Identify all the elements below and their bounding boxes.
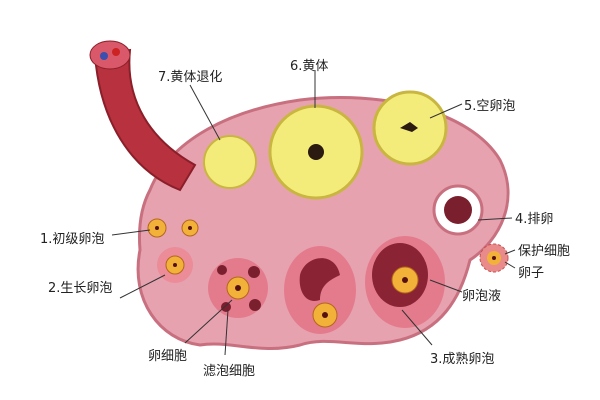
- label-ovum: 卵子: [518, 266, 545, 281]
- label-primary-follicle: 1.初级卵泡: [40, 232, 105, 247]
- empty-follicle: [372, 90, 448, 166]
- label-empty-follicle: 5.空卵泡: [464, 99, 516, 114]
- label-ovulation: 4.排卵: [515, 212, 554, 227]
- ovulating-follicle: [432, 184, 484, 236]
- label-corpus-luteum: 6.黄体: [290, 59, 329, 74]
- growing-follicle: [157, 247, 193, 283]
- label-growing-follicle: 2.生长卵泡: [48, 281, 113, 296]
- released-ovum: [479, 243, 509, 273]
- secondary-follicle: [208, 258, 268, 318]
- vessel-opening: [89, 40, 131, 70]
- mature-follicle: [365, 236, 445, 328]
- primary-follicles: [147, 218, 199, 238]
- label-follicular-fluid: 卵泡液: [462, 289, 502, 304]
- corpus-luteum: [268, 104, 364, 200]
- leader-lines: [111, 70, 516, 356]
- label-follicle-cells: 滤泡细胞: [203, 364, 256, 379]
- label-mature-follicle: 3.成熟卵泡: [430, 352, 495, 367]
- blood-vessel: [93, 48, 197, 192]
- corpus-luteum-regressing: [203, 135, 257, 189]
- label-oocyte: 卵细胞: [148, 349, 188, 364]
- antral-follicle: [284, 246, 356, 334]
- label-corpus-luteum-regression: 7.黄体退化: [158, 70, 223, 85]
- label-protective-cells: 保护细胞: [518, 244, 571, 259]
